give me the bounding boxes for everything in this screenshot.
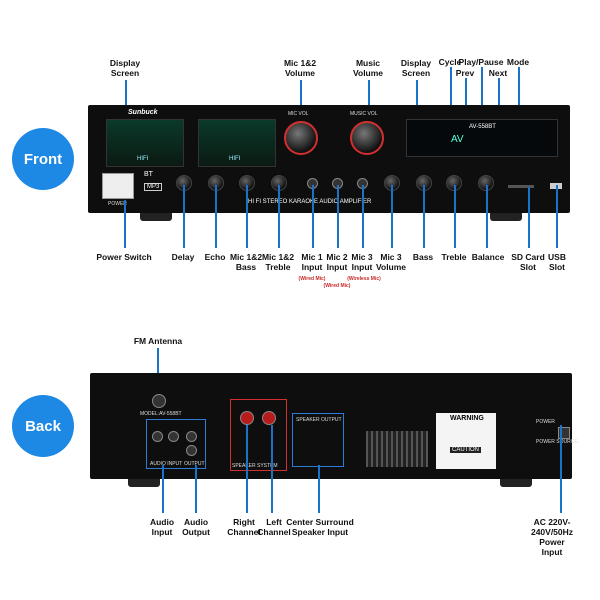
left-speaker-terminal[interactable] (262, 411, 276, 425)
label-mic3-volume: Mic 3 Volume (375, 252, 407, 272)
display-screen: AV-558BT AV (406, 119, 558, 157)
power-source-text: POWER SOURCE: (536, 439, 580, 445)
label-bass: Bass (412, 252, 434, 262)
audio-io-box (146, 419, 206, 469)
power-text-back: POWER (536, 419, 555, 425)
mic-volume-knob[interactable] (284, 121, 318, 155)
label-delay: Delay (171, 252, 195, 262)
label-fm-antenna: FM Antenna (133, 336, 183, 346)
label-mic-bass: Mic 1&2 Bass (229, 252, 263, 272)
brand-logo: Sunbuck (128, 109, 158, 116)
mp3-text: MP3 (144, 183, 163, 191)
music-volume-knob[interactable] (350, 121, 384, 155)
sd-card-slot[interactable] (508, 185, 534, 188)
panel-caption: HI FI STEREO KARAOKE AUDIO AMPLIFIER (248, 199, 372, 205)
note-mic3: (Wireless Mic) (347, 276, 381, 282)
output-text: OUTPUT (184, 461, 205, 467)
back-badge: Back (12, 395, 74, 457)
label-display-left: Display Screen (109, 58, 141, 78)
label-mic2: Mic 2 Input (326, 252, 348, 272)
audio-input-jack-2[interactable] (168, 431, 179, 442)
note-mic2: (Wired Mic) (323, 283, 351, 289)
audio-input-jack-1[interactable] (152, 431, 163, 442)
speaker-output-text: SPEAKER OUTPUT (296, 417, 342, 423)
label-ac-power: AC 220V-240V/50Hz Power Input (530, 517, 574, 557)
label-cycle: Cycle (438, 57, 462, 67)
front-panel: Sunbuck HIFI HIFI MIC VOL MUSIC VOL AV-5… (88, 105, 570, 213)
power-switch[interactable] (102, 173, 134, 199)
warning-label: WARNING CAUTION (436, 413, 496, 469)
audio-input-text: AUDIO INPUT (150, 461, 183, 467)
label-prev: Prev (455, 68, 475, 78)
label-center-surround: Center Surround Speaker Input (286, 517, 354, 537)
right-speaker-terminal[interactable] (240, 411, 254, 425)
label-power-switch: Power Switch (96, 252, 152, 262)
label-usb: USB Slot (548, 252, 566, 272)
label-mode: Mode (506, 57, 530, 67)
audio-output-jack-1[interactable] (186, 431, 197, 442)
label-audio-input: Audio Input (149, 517, 175, 537)
power-text: POWER (108, 201, 127, 207)
speaker-system-text: SPEAKER SYSTEM (232, 463, 278, 469)
speaker-system-box (230, 399, 287, 471)
label-audio-output: Audio Output (182, 517, 210, 537)
back-panel: MODEL:AV-558BT AUDIO INPUT OUTPUT SPEAKE… (90, 373, 579, 479)
label-mic-volume: Mic 1&2 Volume (283, 58, 317, 78)
heatsink-grille (366, 431, 428, 467)
label-music-volume: Music Volume (352, 58, 384, 78)
vu-meter-left: HIFI (106, 119, 184, 167)
label-mic-treble: Mic 1&2 Treble (261, 252, 295, 272)
mic-vol-text: MIC VOL (288, 111, 309, 117)
front-badge: Front (12, 128, 74, 190)
label-echo: Echo (204, 252, 226, 262)
label-right-channel: Right Channel (227, 517, 261, 537)
label-next: Next (488, 68, 508, 78)
fm-antenna-jack[interactable] (152, 394, 166, 408)
label-mic1: Mic 1 Input (301, 252, 323, 272)
label-display-right: Display Screen (400, 58, 432, 78)
bt-text: BT (144, 171, 153, 178)
music-vol-text: MUSIC VOL (350, 111, 378, 117)
model-text: MODEL:AV-558BT (140, 411, 182, 417)
back-badge-label: Back (25, 417, 61, 435)
label-sd-card: SD Card Slot (511, 252, 545, 272)
label-left-channel: Left Channel (257, 517, 291, 537)
front-badge-label: Front (23, 150, 63, 168)
label-mic3: Mic 3 Input (351, 252, 373, 272)
label-treble: Treble (441, 252, 467, 262)
label-balance: Balance (471, 252, 505, 262)
note-mic1: (Wired Mic) (298, 276, 326, 282)
vu-meter-right: HIFI (198, 119, 276, 167)
audio-output-jack-2[interactable] (186, 445, 197, 456)
label-play-pause: Play/Pause (458, 57, 504, 67)
